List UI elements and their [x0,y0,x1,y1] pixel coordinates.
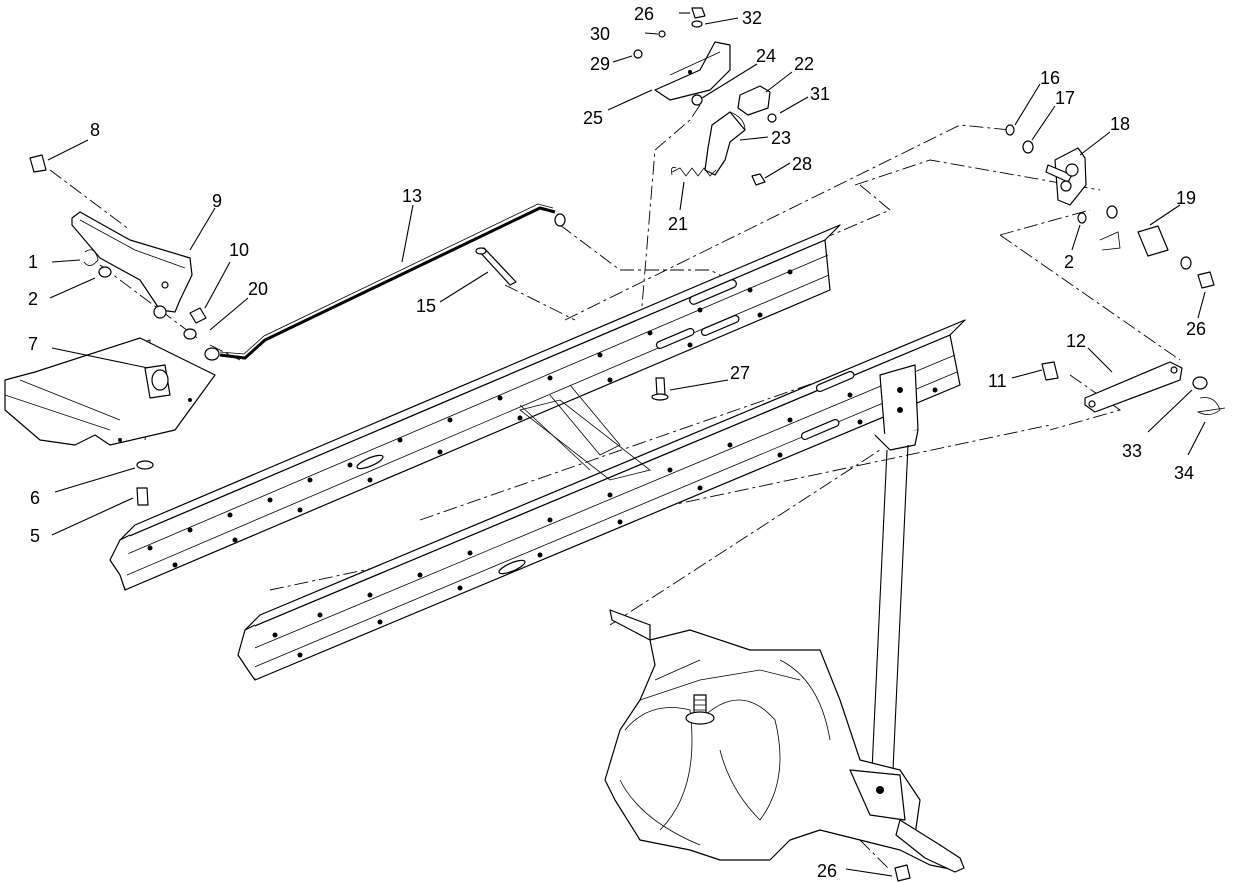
callout-23: 23 [771,128,791,148]
callout-21: 21 [668,214,688,234]
leader-lines [47,12,1206,877]
callout-22: 22 [794,54,814,74]
callout-8: 8 [90,120,100,140]
callout-11: 11 [988,371,1007,391]
callout-13: 13 [402,186,422,206]
callout-31: 31 [810,84,830,104]
callout-26: 26 [634,4,654,24]
callout-32: 32 [742,8,762,28]
callout-26: 26 [817,861,837,881]
callout-27: 27 [730,363,750,383]
callout-20: 20 [248,279,268,299]
bolt [651,377,669,401]
callout-34: 34 [1174,463,1194,483]
callout-2: 2 [1064,252,1074,272]
link-arm [1041,361,1226,415]
callout-16: 16 [1040,68,1060,88]
callout-30: 30 [590,24,610,44]
callout-24: 24 [756,46,776,66]
callout-5: 5 [30,526,40,546]
callout-12: 12 [1066,331,1086,351]
callout-29: 29 [590,54,610,74]
callout-17: 17 [1055,88,1075,108]
control-rod [219,203,566,360]
transaxle [604,609,965,882]
upper-frame-rail [109,224,841,591]
pin [475,247,517,286]
callout-6: 6 [30,488,40,508]
callout-7: 7 [28,334,38,354]
callout-1: 1 [28,252,38,272]
callout-18: 18 [1110,114,1130,134]
bracket-assembly [633,7,777,186]
callout-19: 19 [1176,188,1196,208]
callout-26: 26 [1186,319,1206,339]
foot-pedal-assembly [4,154,220,506]
callout-labels: 1 2 2 5 6 7 8 9 10 11 12 13 15 16 17 18 … [28,4,1206,881]
control-arm-bracket [871,364,919,771]
callout-25: 25 [583,108,603,128]
callout-9: 9 [212,191,222,211]
callout-28: 28 [792,154,812,174]
lower-frame-rail [237,319,966,681]
callout-15: 15 [416,296,436,316]
callout-2: 2 [28,289,38,309]
linkage-assembly [1005,124,1215,289]
callout-33: 33 [1122,441,1142,461]
callout-10: 10 [229,240,249,260]
